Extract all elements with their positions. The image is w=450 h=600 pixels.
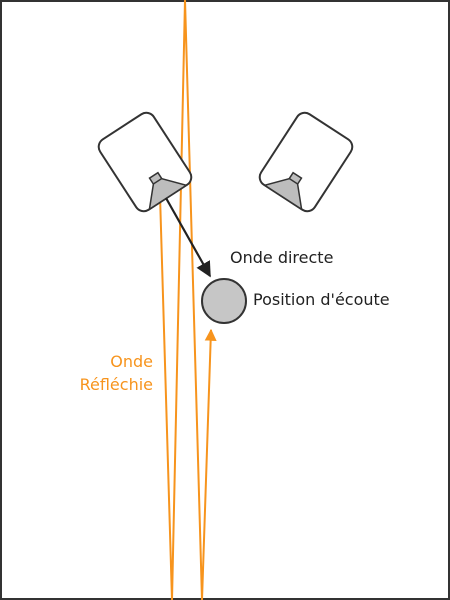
reflected-wave-label-line2: Réfléchie	[80, 375, 153, 394]
listening-position-label: Position d'écoute	[253, 290, 390, 309]
direct-wave-label: Onde directe	[230, 248, 333, 267]
speaker-magnet	[148, 171, 163, 186]
listener-circle-icon	[201, 278, 247, 324]
right-speaker-icon	[258, 111, 354, 213]
speaker-magnet	[288, 171, 303, 186]
left-speaker-icon	[97, 111, 193, 213]
reflected-wave-label-line1: Onde	[110, 352, 153, 371]
direct-wave-arrow	[165, 197, 211, 278]
reflected-path-wall	[159, 0, 217, 600]
